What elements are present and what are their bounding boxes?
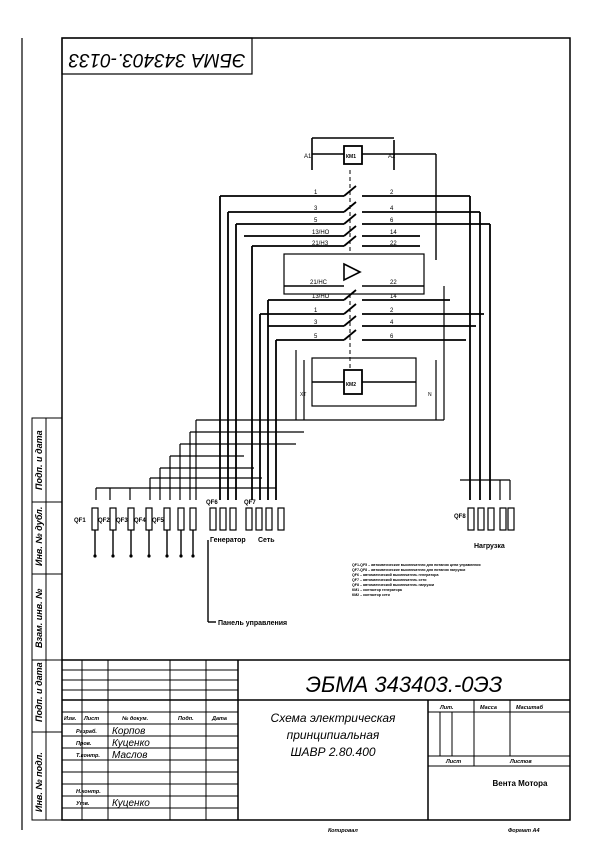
stamp-name-1: Корпов bbox=[112, 726, 145, 737]
small-label-xt: XT bbox=[300, 392, 306, 398]
schematic bbox=[91, 137, 515, 623]
stamp-name-6: Куценко bbox=[112, 798, 150, 809]
group-panel-label: Панель управления bbox=[218, 620, 287, 627]
stamp-name-2: Куценко bbox=[112, 738, 150, 749]
title-line-3: ШАВР 2.80.400 bbox=[290, 745, 375, 759]
side-label-5: Инв. № подл. bbox=[34, 752, 44, 812]
title-line-2: принципиальная bbox=[287, 728, 380, 742]
breaker-qf2: QF2 bbox=[98, 518, 110, 524]
interlock-symbol bbox=[343, 262, 362, 282]
legend-line-5: QF8 – автоматический выключатель нагрузк… bbox=[352, 583, 434, 587]
side-label-4: Подп. и дата bbox=[34, 662, 44, 722]
group-generator-label: Генератор bbox=[210, 537, 246, 544]
term-top-10: 22 bbox=[390, 241, 397, 247]
legend-line-3: QF6 – автоматический выключатель генерат… bbox=[352, 573, 439, 577]
relay-km1 bbox=[343, 145, 363, 165]
stamp-right-lit: Лит. bbox=[439, 705, 454, 711]
stamp-header-list: Лист bbox=[83, 716, 99, 722]
format-label: Формат А4 bbox=[508, 828, 540, 834]
term-top-2: 2 bbox=[390, 190, 394, 196]
mirrored-code-box bbox=[61, 37, 253, 75]
term-mid-4: 14 bbox=[390, 294, 397, 300]
title-line-1: Схема электрическая bbox=[271, 711, 396, 725]
legend-line-6: КМ1 – контактор генератора bbox=[352, 588, 403, 592]
drawing-frame bbox=[61, 37, 571, 821]
copied-label: Копировал bbox=[328, 828, 358, 834]
stamp-sheet-label: Лист bbox=[445, 759, 461, 765]
stamp-role-5: Н.контр. bbox=[76, 789, 101, 795]
group-grid-label: Сеть bbox=[258, 537, 275, 544]
small-label-n: N bbox=[428, 392, 432, 398]
term-bot-5: 5 bbox=[314, 334, 318, 340]
relay-a1-label: А1 bbox=[304, 154, 312, 160]
side-stamp bbox=[31, 417, 63, 821]
term-bot-6: 6 bbox=[390, 334, 394, 340]
stamp-header-izm: Изм. bbox=[64, 716, 77, 722]
stamp-sheets-label: Листов bbox=[509, 759, 532, 765]
legend-line-7: КМ2 – контактор сети bbox=[352, 593, 390, 597]
term-top-4: 4 bbox=[390, 206, 394, 212]
term-bot-1: 1 bbox=[314, 308, 318, 314]
side-label-2: Инв. № дубл. bbox=[34, 507, 44, 566]
term-top-6: 6 bbox=[390, 218, 394, 224]
legend-line-4: QF7 – автоматический выключатель сети bbox=[352, 578, 426, 582]
title-block bbox=[62, 659, 570, 820]
breaker-qf4: QF4 bbox=[134, 518, 146, 524]
stamp-role-3: Т.контр. bbox=[76, 753, 100, 759]
relay-km1-label: КМ1 bbox=[346, 154, 356, 160]
stamp-right-scale: Масштаб bbox=[516, 704, 544, 711]
legend-line-1: QF1-QF5 – автоматические выключатели для… bbox=[352, 563, 481, 567]
relay-km2-label: КМ2 bbox=[346, 382, 356, 388]
term-bot-2: 2 bbox=[390, 308, 394, 314]
term-top-1: 1 bbox=[314, 190, 318, 196]
breaker-qf1: QF1 bbox=[74, 518, 86, 524]
stamp-role-2: Пров. bbox=[76, 741, 92, 747]
breaker-qf6: QF6 bbox=[206, 500, 218, 506]
term-top-3: 3 bbox=[314, 206, 318, 212]
stamp-header-date: Дата bbox=[211, 716, 227, 722]
term-top-5: 5 bbox=[314, 218, 318, 224]
term-mid-2: 22 bbox=[390, 280, 397, 286]
stamp-header-doc: № докум. bbox=[122, 716, 149, 722]
side-label-1: Подп. и дата bbox=[34, 430, 44, 490]
term-bot-3: 3 bbox=[314, 320, 318, 326]
mirrored-doc-code: ЭБМА 343403.-0133 bbox=[68, 49, 245, 70]
term-top-8: 14 bbox=[390, 230, 397, 236]
stamp-role-6: Утв. bbox=[76, 801, 90, 807]
company-name: Вента Мотора bbox=[492, 779, 548, 788]
group-load-label: Нагрузка bbox=[474, 543, 505, 550]
legend-line-2: QF7-QF8 – автоматические выключатели для… bbox=[352, 568, 465, 572]
stamp-right-mass: Масса bbox=[480, 705, 497, 711]
breaker-qf8: QF8 bbox=[454, 514, 466, 520]
term-bot-4: 4 bbox=[390, 320, 394, 326]
term-mid-3: 13/НО bbox=[312, 294, 330, 300]
breaker-qf5: QF5 bbox=[152, 518, 164, 524]
term-top-7: 13/НО bbox=[312, 230, 330, 236]
doc-code: ЭБМА 343403.-0ЭЗ bbox=[306, 672, 503, 697]
side-label-3: Взам. инв. № bbox=[34, 588, 44, 648]
stamp-role-1: Разраб. bbox=[76, 728, 97, 735]
relay-a2-label: А2 bbox=[388, 154, 396, 160]
breaker-qf7: QF7 bbox=[244, 500, 256, 506]
term-mid-1: 21/НС bbox=[310, 280, 328, 286]
stamp-header-sign: Подп. bbox=[178, 716, 194, 722]
breaker-qf3: QF3 bbox=[116, 518, 128, 524]
term-top-9: 21/НЗ bbox=[312, 241, 329, 247]
stamp-name-3: Маслов bbox=[112, 750, 147, 761]
